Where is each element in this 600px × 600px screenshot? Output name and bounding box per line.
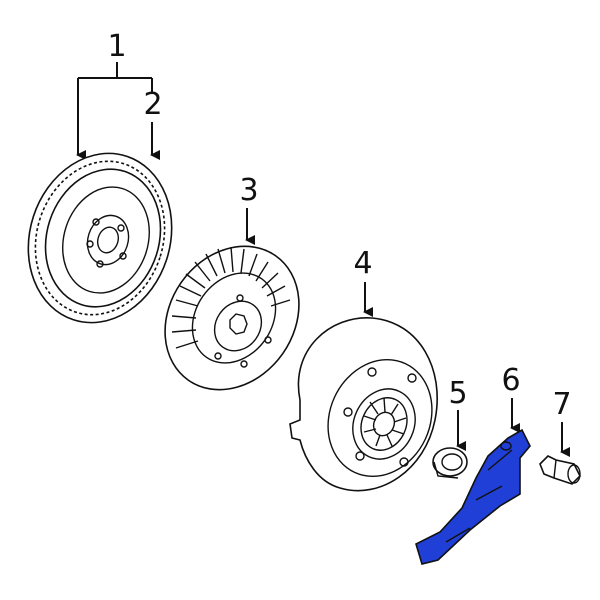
callout-7: 7 xyxy=(552,387,571,422)
clutch-disc xyxy=(164,245,300,391)
callout-5: 5 xyxy=(448,376,467,411)
pressure-plate xyxy=(289,317,438,492)
flywheel xyxy=(27,152,173,324)
leader-lines xyxy=(76,62,570,457)
pivot-stud xyxy=(539,455,581,485)
release-fork xyxy=(415,428,531,565)
callout-4: 4 xyxy=(353,246,372,281)
callout-3: 3 xyxy=(239,173,258,208)
callout-1: 1 xyxy=(107,29,126,64)
callout-2: 2 xyxy=(143,87,162,122)
release-bearing xyxy=(432,447,468,479)
callout-6: 6 xyxy=(501,363,520,398)
